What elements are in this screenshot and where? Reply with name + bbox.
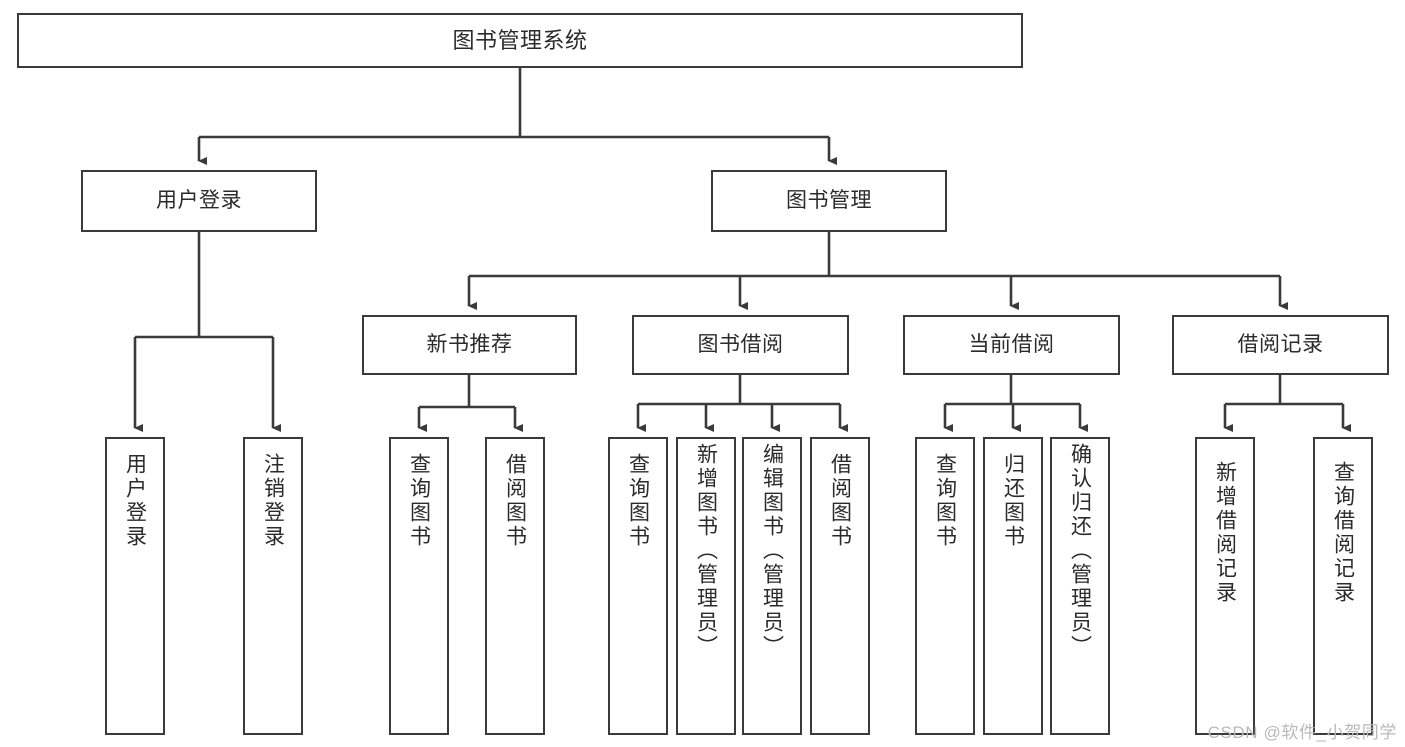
node-leaf-query-book-3[interactable]: 查询图书 xyxy=(915,437,975,735)
node-leaf-query-book-2[interactable]: 查询图书 xyxy=(608,437,668,735)
node-root[interactable]: 图书管理系统 xyxy=(17,13,1023,68)
node-book-borrow-label: 图书借阅 xyxy=(697,332,784,356)
node-leaf-query-book-1-label: 查询图书 xyxy=(407,453,431,549)
node-current-borrow-label: 当前借阅 xyxy=(968,332,1055,356)
node-leaf-logout-login-label: 注销登录 xyxy=(261,453,285,549)
node-leaf-add-book[interactable]: 新增图书（管理员） xyxy=(676,437,736,735)
node-leaf-user-login[interactable]: 用户登录 xyxy=(105,437,165,735)
node-leaf-query-book-1[interactable]: 查询图书 xyxy=(389,437,449,735)
node-book-borrow[interactable]: 图书借阅 xyxy=(632,315,849,375)
node-leaf-query-book-3-label: 查询图书 xyxy=(933,453,957,549)
node-book-management[interactable]: 图书管理 xyxy=(711,170,947,232)
node-leaf-logout-login[interactable]: 注销登录 xyxy=(243,437,303,735)
node-book-management-label: 图书管理 xyxy=(786,188,872,212)
node-leaf-user-login-label: 用户登录 xyxy=(123,453,147,549)
node-leaf-borrow-book-1[interactable]: 借阅图书 xyxy=(485,437,545,735)
node-leaf-return-book-label: 归还图书 xyxy=(1001,453,1025,549)
node-user-login[interactable]: 用户登录 xyxy=(81,170,317,232)
node-leaf-borrow-book-2-label: 借阅图书 xyxy=(828,453,852,549)
node-leaf-edit-book[interactable]: 编辑图书（管理员） xyxy=(742,437,802,735)
node-leaf-add-book-label: 新增图书（管理员） xyxy=(694,443,718,659)
node-leaf-add-record-label: 新增借阅记录 xyxy=(1213,461,1237,605)
node-leaf-confirm-return-label: 确认归还（管理员） xyxy=(1068,443,1092,659)
node-leaf-query-record-label: 查询借阅记录 xyxy=(1331,461,1355,605)
node-leaf-edit-book-label: 编辑图书（管理员） xyxy=(760,443,784,659)
node-new-book-recommend[interactable]: 新书推荐 xyxy=(362,315,577,375)
node-leaf-confirm-return[interactable]: 确认归还（管理员） xyxy=(1050,437,1110,735)
node-root-label: 图书管理系统 xyxy=(452,27,588,53)
node-leaf-return-book[interactable]: 归还图书 xyxy=(983,437,1043,735)
node-leaf-add-record[interactable]: 新增借阅记录 xyxy=(1195,437,1255,735)
node-borrow-record-label: 借阅记录 xyxy=(1237,332,1324,356)
node-leaf-query-book-2-label: 查询图书 xyxy=(626,453,650,549)
node-current-borrow[interactable]: 当前借阅 xyxy=(903,315,1120,375)
node-leaf-query-record[interactable]: 查询借阅记录 xyxy=(1313,437,1373,735)
node-new-book-recommend-label: 新书推荐 xyxy=(426,332,513,356)
node-user-login-label: 用户登录 xyxy=(156,188,242,212)
node-leaf-borrow-book-2[interactable]: 借阅图书 xyxy=(810,437,870,735)
node-borrow-record[interactable]: 借阅记录 xyxy=(1172,315,1389,375)
node-leaf-borrow-book-1-label: 借阅图书 xyxy=(503,453,527,549)
